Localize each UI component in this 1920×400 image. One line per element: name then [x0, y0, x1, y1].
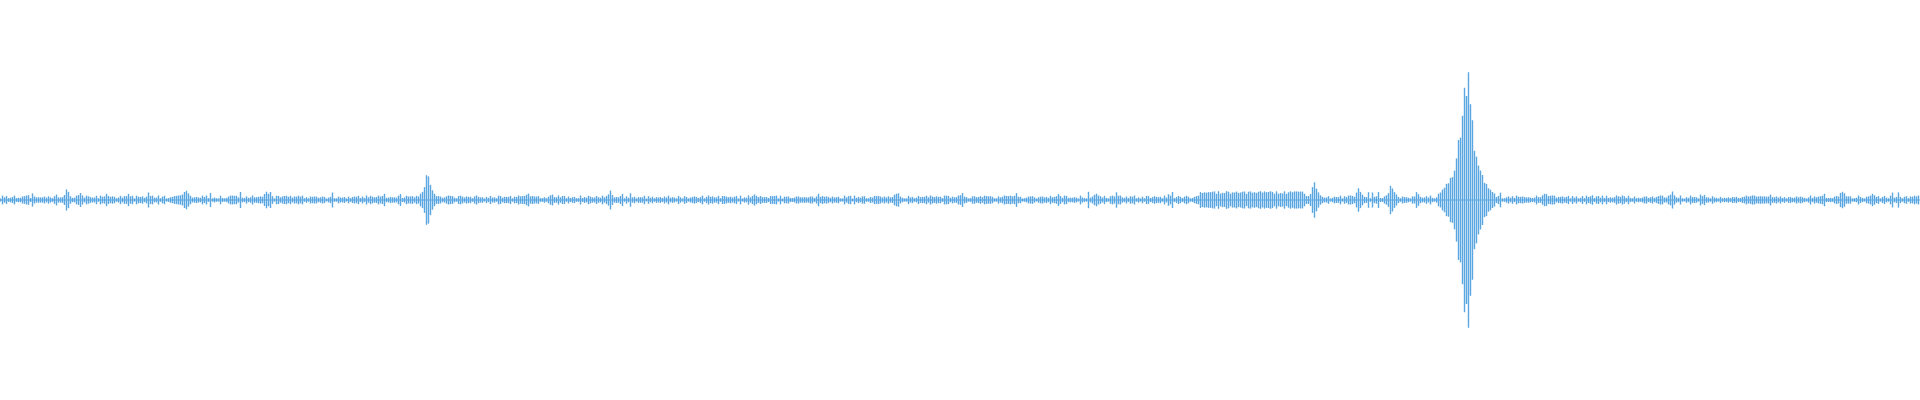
waveform-bars [0, 72, 1920, 328]
